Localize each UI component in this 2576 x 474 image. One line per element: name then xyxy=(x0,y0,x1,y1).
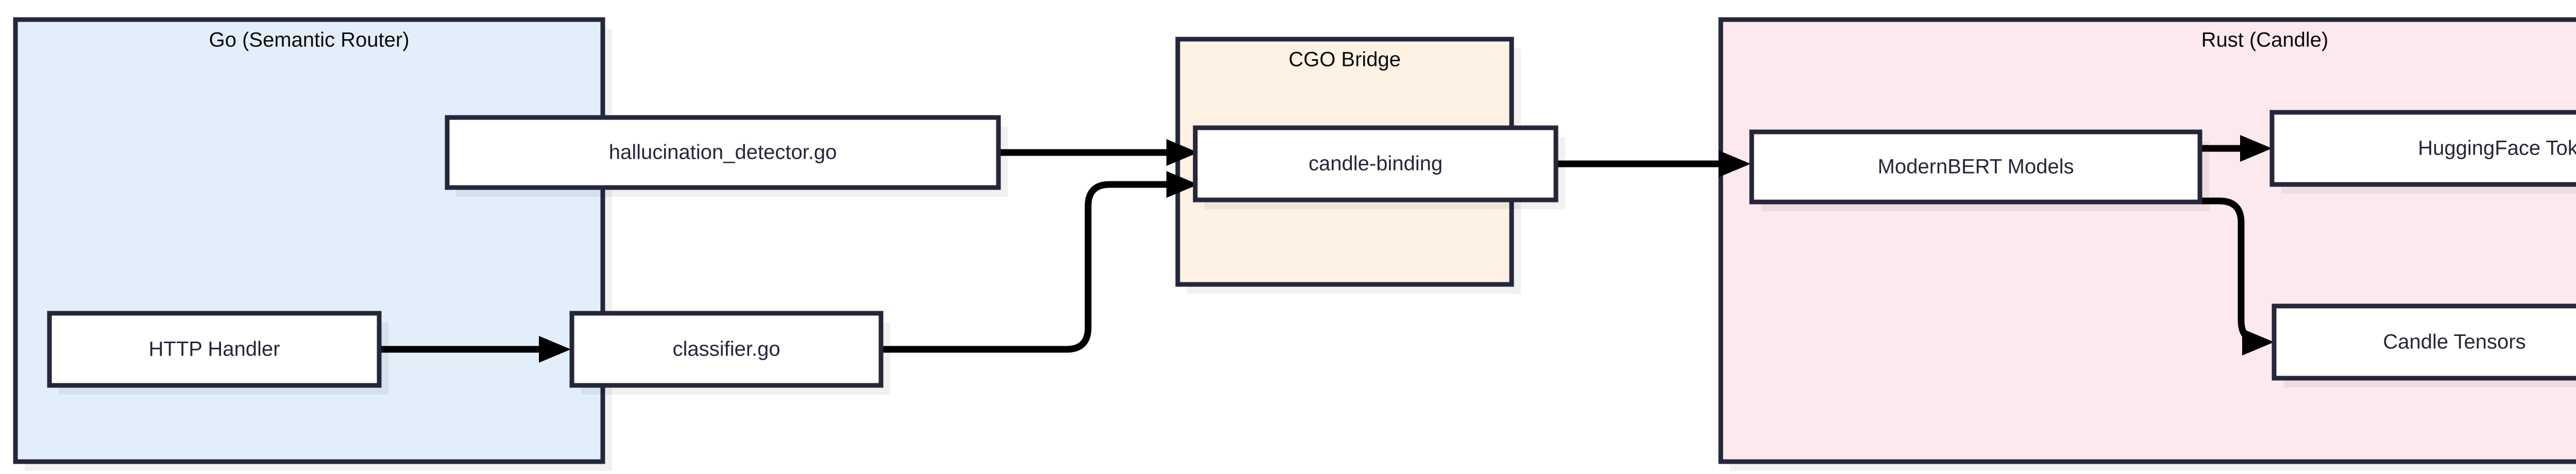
node-hallucination-rect xyxy=(445,115,1001,190)
cluster-go-semantic-router[interactable]: Go (Semantic Router) xyxy=(13,17,612,471)
edge-modernbert-to-hftok xyxy=(2200,135,2272,162)
edge-classifier-to-binding xyxy=(881,171,1198,353)
cluster-rust-rect xyxy=(1718,17,2576,464)
node-binding-rect xyxy=(1193,125,1558,202)
node-huggingface-tokenizers[interactable]: HuggingFace Tokenizers xyxy=(2269,110,2576,194)
node-http-label: HTTP Handler xyxy=(149,338,280,361)
cluster-rust-label: Rust (Candle) xyxy=(2201,29,2329,52)
edge-modernbert-to-tensors xyxy=(2200,197,2274,356)
node-hftok-rect xyxy=(2269,110,2576,187)
node-hftok-label: HuggingFace Tokenizers xyxy=(2418,137,2576,160)
node-hallucination-detector-go[interactable]: hallucination_detector.go xyxy=(445,115,1008,197)
node-candle-binding[interactable]: candle-binding xyxy=(1193,125,1565,209)
cluster-cgo-label: CGO Bridge xyxy=(1289,48,1401,71)
node-classifier-rect xyxy=(569,311,884,388)
node-hallucination-label: hallucination_detector.go xyxy=(609,141,837,164)
edge-binding-to-modernbert xyxy=(1556,150,1751,177)
node-http-rect xyxy=(47,311,382,388)
node-classifier-go[interactable]: classifier.go xyxy=(569,311,890,395)
cluster-rust-candle[interactable]: Rust (Candle) xyxy=(1718,17,2576,471)
cluster-go-label: Go (Semantic Router) xyxy=(209,29,409,52)
edge-http-to-classifier xyxy=(379,336,571,363)
node-http-handler[interactable]: HTTP Handler xyxy=(47,311,388,395)
node-classifier-label: classifier.go xyxy=(673,338,781,361)
cluster-go-rect xyxy=(13,17,605,464)
node-modernbert-models[interactable]: ModernBERT Models xyxy=(1749,129,2209,211)
node-tensors-rect xyxy=(2272,303,2576,381)
node-binding-label: candle-binding xyxy=(1309,153,1443,175)
node-candle-tensors[interactable]: Candle Tensors xyxy=(2272,303,2576,387)
node-tensors-label: Candle Tensors xyxy=(2383,331,2526,353)
edge-hallucination-to-binding xyxy=(998,139,1198,166)
node-modernbert-rect xyxy=(1749,129,2202,205)
node-modernbert-label: ModernBERT Models xyxy=(1878,156,2074,178)
